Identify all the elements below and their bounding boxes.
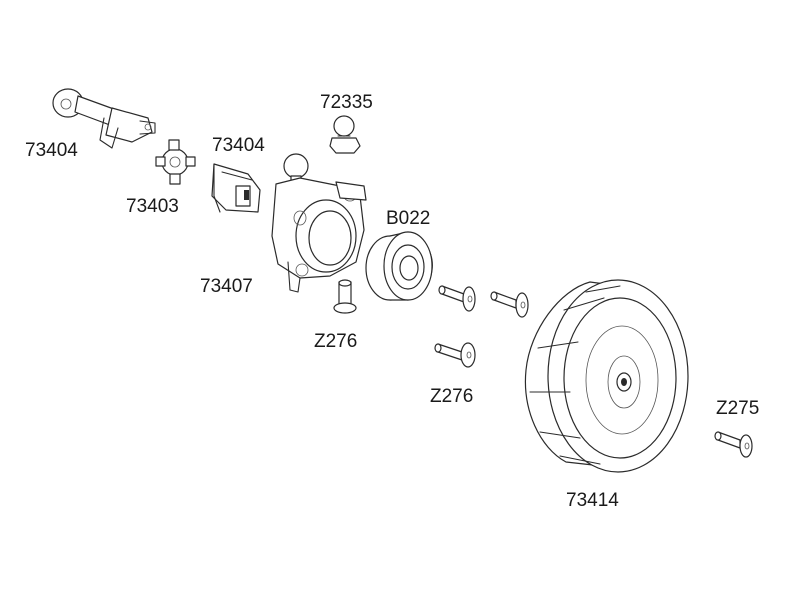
knuckle-part [271, 153, 367, 293]
label-knuckle: 73407 [200, 276, 253, 297]
short-screw-part [333, 279, 357, 314]
small-screw-part [714, 431, 753, 458]
bearing-part [365, 231, 433, 301]
cvd-shaft-part [52, 88, 156, 149]
cross-pin-part [155, 139, 196, 185]
label-bearing: B022 [386, 208, 430, 229]
label-wheel-screws: Z276 [430, 386, 473, 407]
label-outdrive-cup: 73404 [212, 135, 265, 156]
wheel-screw-3 [434, 342, 476, 368]
outdrive-cup-part [211, 163, 261, 213]
label-wheel: 73414 [566, 490, 619, 511]
wheel-screw-1 [438, 285, 476, 312]
wheel-part [524, 279, 689, 473]
label-cvd-shaft: 73404 [25, 140, 78, 161]
label-cross-pin: 73403 [126, 196, 179, 217]
label-ball-stud: 72335 [320, 92, 373, 113]
label-small-screw: Z275 [716, 398, 759, 419]
label-short-screw: Z276 [314, 331, 357, 352]
ball-stud-part [329, 115, 361, 154]
wheel-screw-2 [490, 291, 529, 318]
